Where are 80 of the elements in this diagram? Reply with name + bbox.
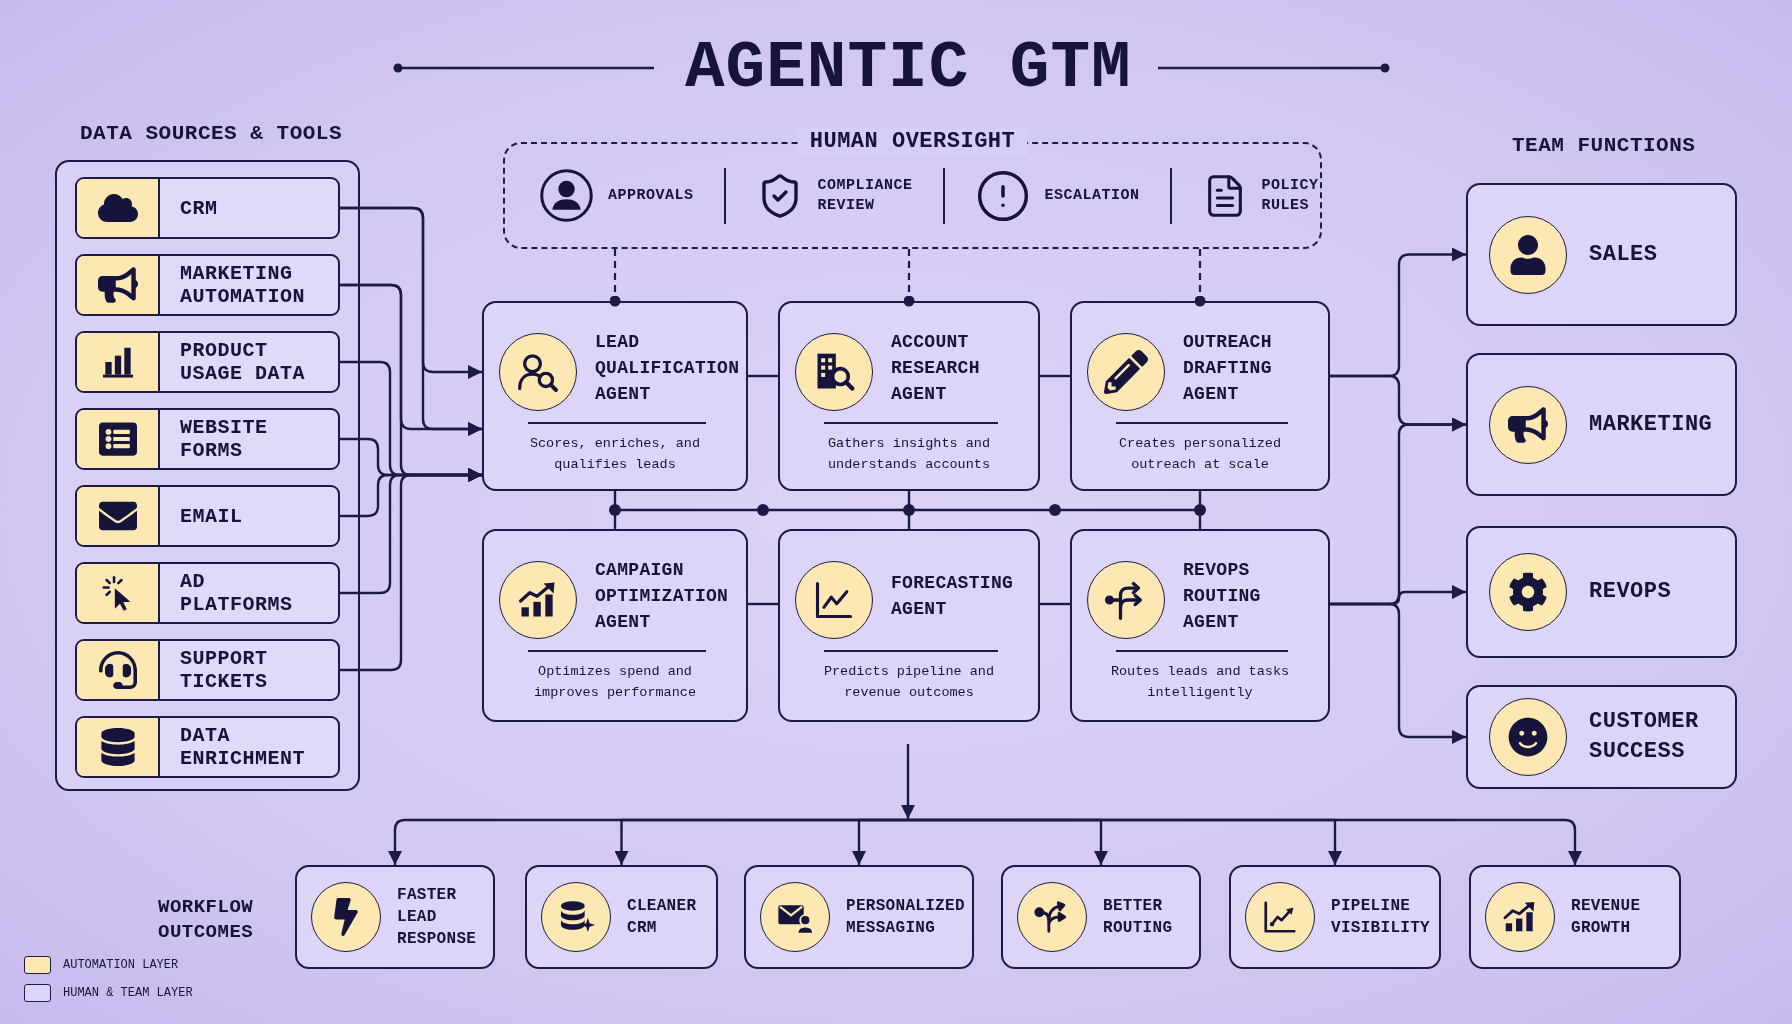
outcome-label: PIPELINE VISIBILITY xyxy=(1331,896,1430,939)
source-card xyxy=(75,331,340,393)
arrow xyxy=(901,744,915,819)
source-label: CRM xyxy=(180,196,218,220)
agent-card xyxy=(482,529,748,722)
source-label: WEBSITE FORMS xyxy=(180,416,269,462)
agent-title: FORECASTING AGENT xyxy=(891,572,1014,621)
team-card xyxy=(1466,353,1737,496)
team-label: SALES xyxy=(1589,240,1658,269)
outcome-label: BETTER ROUTING xyxy=(1103,896,1173,939)
outcome-label: CLEANER CRM xyxy=(627,896,697,939)
source-card xyxy=(75,177,340,239)
diagram-title: AGENTIC GTM xyxy=(685,36,1132,102)
outcome-card xyxy=(1001,865,1201,969)
team-card xyxy=(1466,183,1737,326)
team-card xyxy=(1466,526,1737,658)
outcome-card xyxy=(525,865,718,969)
legend-label: AUTOMATION LAYER xyxy=(63,957,179,974)
agent-description: Optimizes spend and improves performance xyxy=(533,663,697,702)
oversight-label: POLICY RULES xyxy=(1261,175,1319,216)
legend-label: HUMAN & TEAM LAYER xyxy=(63,985,193,1002)
team-label: REVOPS xyxy=(1589,578,1672,606)
arrow xyxy=(908,818,1582,865)
connector-line xyxy=(907,491,911,529)
oversight-label: ESCALATION xyxy=(1044,185,1140,206)
source-label: DATA ENRICHMENT xyxy=(180,724,307,770)
arrow xyxy=(852,818,908,865)
source-card xyxy=(75,562,340,624)
agent-description: Gathers insights and understands accounts xyxy=(827,435,991,474)
agent-title: OUTREACH DRAFTING AGENT xyxy=(1183,331,1272,406)
outcome-label: REVENUE GROWTH xyxy=(1571,896,1641,939)
panel-heading: DATA SOURCES & TOOLS xyxy=(80,121,343,147)
agent-title: LEAD QUALIFICATION AGENT xyxy=(595,331,740,406)
agent-title: CAMPAIGN OPTIMIZATION AGENT xyxy=(595,559,729,634)
connector-line xyxy=(1040,602,1070,606)
source-label: PRODUCT USAGE DATA xyxy=(180,339,307,385)
agent-description: Predicts pipeline and revenue outcomes xyxy=(822,663,996,702)
oversight-label: COMPLIANCE REVIEW xyxy=(817,175,913,216)
source-card xyxy=(75,408,340,470)
agent-title: ACCOUNT RESEARCH AGENT xyxy=(891,331,980,406)
outcome-label: PERSONALIZED MESSAGING xyxy=(846,896,965,939)
panel-heading: HUMAN OVERSIGHT xyxy=(797,128,1028,156)
dashed-connector xyxy=(1194,249,1206,307)
dashed-connector xyxy=(903,249,915,307)
connector-line xyxy=(1198,491,1202,529)
section-heading: TEAM FUNCTIONS xyxy=(1512,133,1696,159)
agent-card xyxy=(778,301,1040,491)
source-card xyxy=(75,716,340,778)
source-label: EMAIL xyxy=(180,504,243,528)
agent-description: Scores, enriches, and qualifies leads xyxy=(528,435,702,474)
source-card xyxy=(75,639,340,701)
agent-card xyxy=(1070,301,1330,491)
agent-description: Routes leads and tasks intelligently xyxy=(1109,663,1291,702)
agent-card xyxy=(1070,529,1330,722)
source-label: SUPPORT TICKETS xyxy=(180,647,269,693)
connector-line xyxy=(748,374,778,378)
outcome-card xyxy=(744,865,974,969)
oversight-label: APPROVALS xyxy=(608,185,694,206)
outcome-card xyxy=(1229,865,1441,969)
source-card xyxy=(75,254,340,316)
agent-description: Creates personalized outreach at scale xyxy=(1118,435,1282,474)
source-label: AD PLATFORMS xyxy=(180,570,294,616)
arrow xyxy=(1330,602,1466,744)
outcome-card xyxy=(1469,865,1681,969)
source-label: MARKETING AUTOMATION xyxy=(180,262,307,308)
dashed-connector xyxy=(609,249,621,307)
agent-card xyxy=(778,529,1040,722)
agent-title: REVOPS ROUTING AGENT xyxy=(1183,559,1261,634)
team-label: MARKETING xyxy=(1589,410,1713,439)
team-label: CUSTOMER SUCCESS xyxy=(1589,708,1699,766)
agent-card xyxy=(482,301,748,491)
connector-line xyxy=(1040,374,1070,378)
team-card xyxy=(1466,685,1737,789)
arrow xyxy=(340,468,482,672)
connector-line xyxy=(613,491,617,529)
connector-line xyxy=(748,602,778,606)
section-heading: WORKFLOW OUTCOMES xyxy=(158,895,254,945)
outcome-card xyxy=(295,865,495,969)
outcome-label: FASTER LEAD RESPONSE xyxy=(397,885,477,950)
source-card xyxy=(75,485,340,547)
